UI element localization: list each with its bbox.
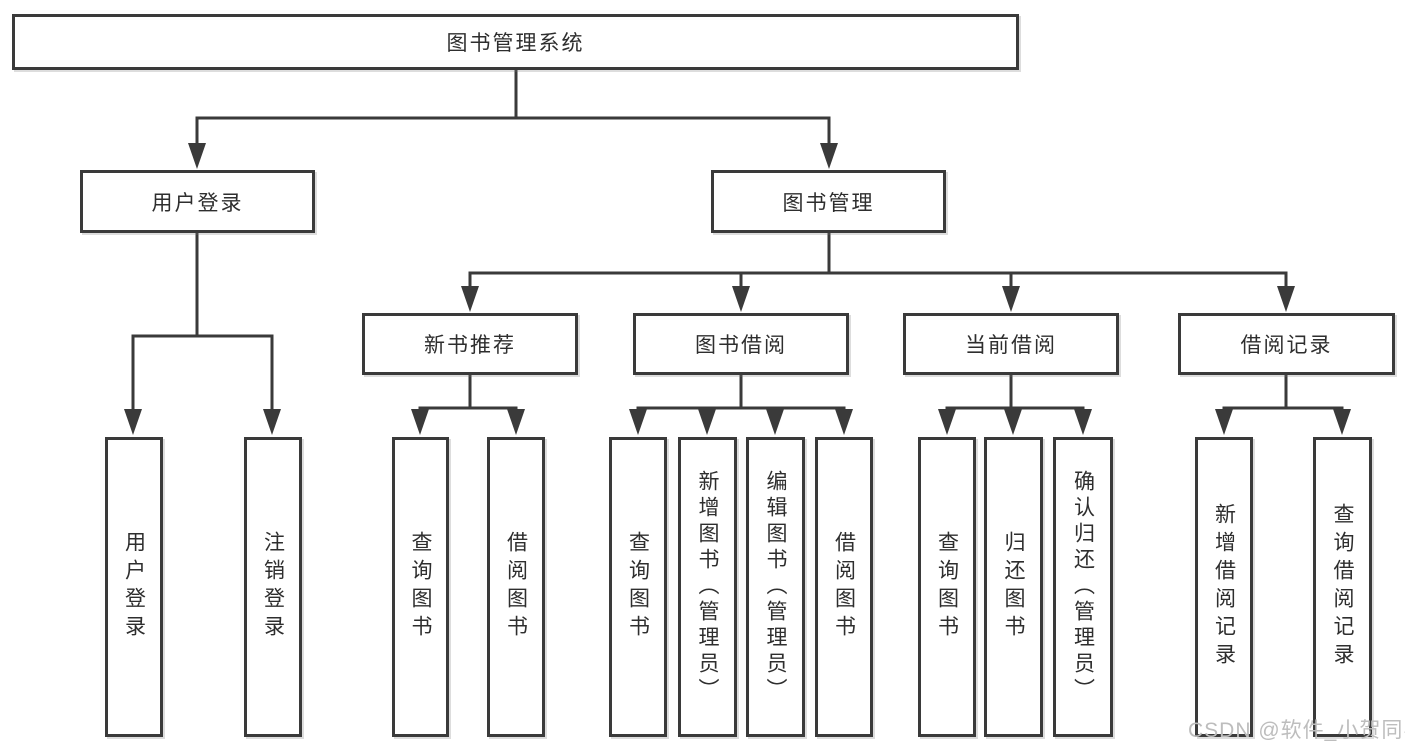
node-book-management-label: 图书管理 <box>782 191 875 215</box>
leaf-query-book-current-label: 查询图书 <box>935 531 959 643</box>
leaf-add-borrow-record: 新增借阅记录 <box>1195 437 1253 737</box>
node-current-borrow: 当前借阅 <box>903 313 1119 375</box>
leaf-query-book-borrow-label: 查询图书 <box>626 531 650 643</box>
node-new-book-recommend: 新书推荐 <box>362 313 578 375</box>
node-new-book-recommend-label: 新书推荐 <box>424 334 516 357</box>
leaf-borrow-book-label: 借阅图书 <box>832 531 856 643</box>
node-borrow-record-label: 借阅记录 <box>1240 334 1333 357</box>
leaf-edit-book-admin: 编辑图书（管理员） <box>746 437 805 737</box>
node-book-borrow-label: 图书借阅 <box>695 334 787 357</box>
leaf-user-login-label: 用户登录 <box>122 531 146 643</box>
leaf-return-book-label: 归还图书 <box>1002 531 1025 643</box>
node-root: 图书管理系统 <box>12 14 1019 70</box>
leaf-confirm-return-admin: 确认归还（管理员） <box>1053 437 1113 737</box>
leaf-add-book-admin-label: 新增图书（管理员） <box>696 470 719 704</box>
leaf-edit-book-admin-label: 编辑图书（管理员） <box>764 470 787 704</box>
leaf-query-book-recommend: 查询图书 <box>392 437 449 737</box>
node-user-login-label: 用户登录 <box>151 191 244 215</box>
node-borrow-record: 借阅记录 <box>1178 313 1395 375</box>
leaf-logout: 注销登录 <box>244 437 302 737</box>
leaf-query-book-recommend-label: 查询图书 <box>409 531 432 643</box>
leaf-query-book-current: 查询图书 <box>918 437 976 737</box>
leaf-borrow-book: 借阅图书 <box>815 437 873 737</box>
leaf-add-book-admin: 新增图书（管理员） <box>678 437 737 737</box>
leaf-add-borrow-record-label: 新增借阅记录 <box>1212 503 1236 671</box>
leaf-confirm-return-admin-label: 确认归还（管理员） <box>1071 470 1095 704</box>
leaf-query-book-borrow: 查询图书 <box>609 437 667 737</box>
leaf-borrow-book-recommend-label: 借阅图书 <box>504 531 528 643</box>
leaf-query-borrow-record-label: 查询借阅记录 <box>1331 503 1354 671</box>
leaf-logout-label: 注销登录 <box>261 531 285 643</box>
node-current-borrow-label: 当前借阅 <box>965 334 1057 357</box>
leaf-user-login: 用户登录 <box>105 437 163 737</box>
node-user-login: 用户登录 <box>80 170 315 233</box>
csdn-watermark: CSDN @软件_小贺同学 <box>1188 719 1405 742</box>
arrowhead-icons <box>124 143 1351 435</box>
leaf-borrow-book-recommend: 借阅图书 <box>487 437 545 737</box>
leaf-query-borrow-record: 查询借阅记录 <box>1313 437 1372 737</box>
leaf-return-book: 归还图书 <box>984 437 1043 737</box>
node-book-management: 图书管理 <box>711 170 946 233</box>
node-book-borrow: 图书借阅 <box>633 313 849 375</box>
node-root-label: 图书管理系统 <box>446 32 585 55</box>
